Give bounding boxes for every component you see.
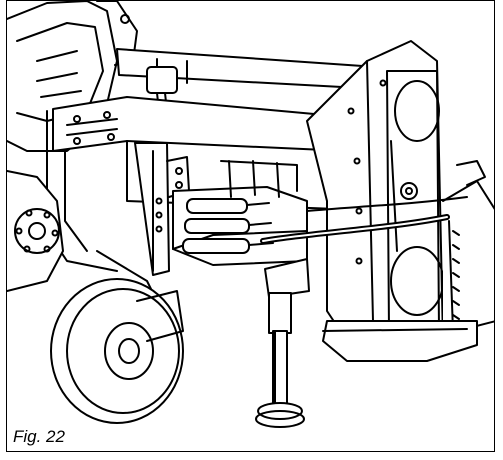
rotor-and-skid xyxy=(322,160,494,362)
figure-frame: Fig. 22 xyxy=(6,0,495,452)
parking-stand xyxy=(255,258,310,428)
rotary-tiller-illustration xyxy=(7,1,494,428)
front-guard-bar xyxy=(260,196,468,244)
figure-caption: Fig. 22 xyxy=(13,427,69,447)
depth-wheel xyxy=(50,278,184,424)
left-side-plate xyxy=(7,170,64,292)
right-gearbox-housing xyxy=(306,40,444,352)
hydraulic-valve-block xyxy=(172,160,308,266)
